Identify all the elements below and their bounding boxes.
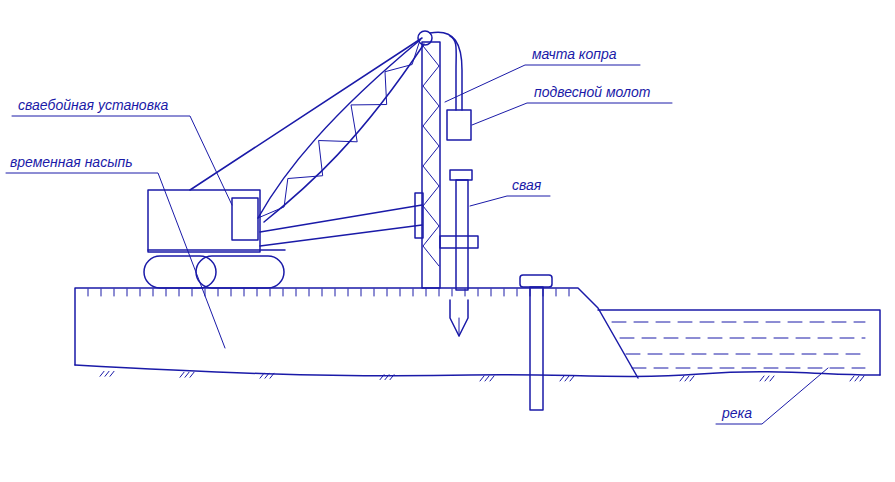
- ground-tick: [387, 289, 388, 296]
- pile: [440, 170, 478, 336]
- ground-hatch: [565, 376, 569, 381]
- ground-tick: [244, 289, 245, 296]
- ground-tick: [166, 289, 167, 296]
- suspended-hammer: [447, 110, 471, 140]
- ground-tick: [452, 289, 453, 296]
- ground-tick: [335, 289, 336, 296]
- ground-tick: [439, 289, 440, 296]
- leader-lines: [6, 65, 828, 424]
- ground-tick: [322, 289, 323, 296]
- ground-hatch: [385, 375, 389, 380]
- ground-tick: [140, 289, 141, 296]
- ground-tick: [504, 289, 505, 296]
- ground-tick: [374, 289, 375, 296]
- ground-tick: [283, 289, 284, 296]
- ground-hatch: [390, 375, 394, 380]
- ground-tick: [413, 289, 414, 296]
- ground-tick: [517, 289, 518, 296]
- pile-driving-rig: [144, 38, 424, 288]
- driven-pile: [520, 275, 552, 410]
- ground-tick: [270, 289, 271, 296]
- label-text: мачта копра: [532, 46, 617, 62]
- ground-hatch: [260, 373, 264, 378]
- ground-tick: [127, 289, 128, 296]
- ground-hatch: [570, 376, 574, 381]
- ground-tick: [114, 289, 115, 296]
- ground-hatch: [690, 376, 694, 381]
- ground-hatch: [490, 376, 494, 381]
- label-text: временная насыпь: [10, 154, 133, 170]
- ground-tick: [218, 289, 219, 296]
- ground-tick: [231, 289, 232, 296]
- ground-hatch: [100, 371, 104, 376]
- ground-hatch: [110, 371, 114, 376]
- ground-hatch: [850, 376, 854, 381]
- ground-tick: [88, 289, 89, 296]
- ground-hatch: [760, 376, 764, 381]
- ground-hatch: [770, 376, 774, 381]
- ground-tick: [309, 289, 310, 296]
- ground-hatch: [380, 375, 384, 380]
- ground-hatch: [265, 373, 269, 378]
- ground-hatch: [105, 371, 109, 376]
- label-text: сваебойная установка: [18, 97, 168, 113]
- ground-tick: [361, 289, 362, 296]
- ground-tick: [400, 289, 401, 296]
- ground-tick: [478, 289, 479, 296]
- ground-hatch: [855, 376, 859, 381]
- ground-tick: [569, 289, 570, 296]
- ground-tick: [491, 289, 492, 296]
- ground-tick: [556, 289, 557, 296]
- ground-tick: [179, 289, 180, 296]
- ground-hatch: [685, 376, 689, 381]
- ground-hatch: [480, 376, 484, 381]
- ground-hatch: [190, 372, 194, 377]
- ground-tick: [426, 289, 427, 296]
- ground-tick: [257, 289, 258, 296]
- ground-hatch: [680, 376, 684, 381]
- ground-tick: [192, 289, 193, 296]
- embankment: [75, 288, 880, 381]
- ground-tick: [348, 289, 349, 296]
- ground-tick: [101, 289, 102, 296]
- ground-hatch: [270, 373, 274, 378]
- river: [598, 310, 880, 375]
- label-text: свая: [512, 177, 541, 193]
- ground-hatch: [765, 376, 769, 381]
- ground-hatch: [485, 376, 489, 381]
- ground-hatch: [560, 376, 564, 381]
- ground-tick: [153, 289, 154, 296]
- ground-hatch: [180, 372, 184, 377]
- ground-tick: [296, 289, 297, 296]
- ground-hatch: [860, 376, 864, 381]
- ground-hatch: [185, 372, 189, 377]
- label-text: река: [722, 405, 752, 421]
- label-text: подвесной молот: [534, 84, 650, 100]
